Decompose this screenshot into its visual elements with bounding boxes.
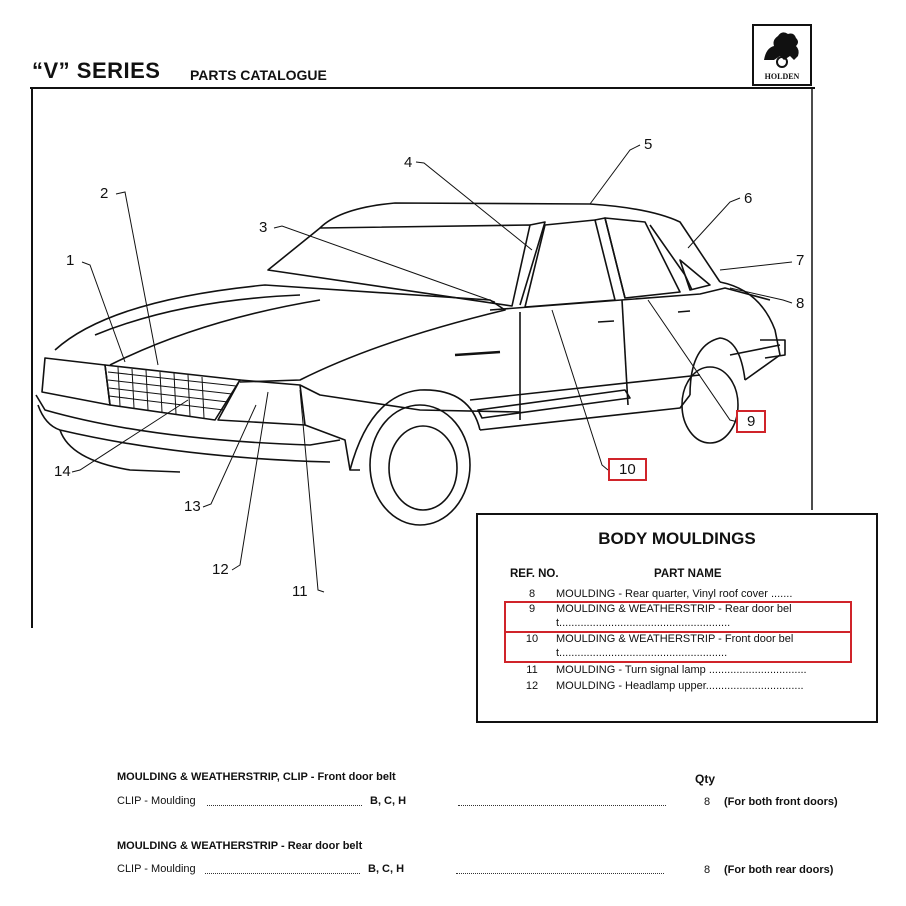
- callout-11: 11: [292, 583, 308, 600]
- qty-header: Qty: [695, 772, 716, 786]
- footer-codes: B, C, H: [368, 863, 405, 875]
- callout-4: 4: [404, 154, 413, 171]
- row-name: MOULDING & WEATHERSTRIP - Front door bel…: [556, 633, 794, 659]
- holden-lion-logo-icon: [764, 32, 799, 68]
- footer-note: (For both rear doors): [724, 864, 834, 876]
- row-name: MOULDING - Headlamp upper...............…: [556, 680, 804, 692]
- callout-7: 7: [796, 252, 805, 269]
- row-ref: 9: [528, 603, 536, 615]
- footer-codes: B, C, H: [370, 795, 407, 807]
- catalogue-subtitle: PARTS CATALOGUE: [190, 67, 327, 83]
- footer-qty: 8: [704, 864, 711, 876]
- row-name: MOULDING - Turn signal lamp ............…: [556, 664, 807, 676]
- row-ref: 10: [525, 633, 539, 645]
- callout-5: 5: [644, 136, 653, 153]
- col-header-ref: REF. NO.: [510, 568, 559, 580]
- col-header-name: PART NAME: [654, 568, 722, 580]
- footer-qty: 8: [704, 796, 711, 808]
- row-ref: 12: [525, 680, 539, 692]
- callout-9: 9: [736, 410, 767, 433]
- series-title: “V” SERIES: [32, 58, 161, 83]
- leader-dots: [205, 873, 360, 874]
- footer-section-title: MOULDING & WEATHERSTRIP, CLIP - Front do…: [117, 771, 396, 783]
- leader-dots: [458, 805, 666, 806]
- logo-text: HOLDEN: [764, 72, 800, 81]
- table-title: BODY MOULDINGS: [598, 529, 756, 548]
- callout-10: 10: [608, 458, 647, 481]
- row-ref: 8: [528, 588, 536, 600]
- holden-logo: HOLDEN: [752, 24, 812, 86]
- callout-8: 8: [796, 295, 805, 312]
- footer-item: CLIP - Moulding: [117, 795, 196, 807]
- callout-1: 1: [66, 252, 75, 269]
- footer-note: (For both front doors): [724, 796, 838, 808]
- highlight-row-10: [504, 631, 852, 663]
- row-ref: 11: [526, 664, 538, 676]
- callout-13: 13: [184, 498, 201, 515]
- footer-section-title: MOULDING & WEATHERSTRIP - Rear door belt: [117, 840, 363, 852]
- row-name: MOULDING - Rear quarter, Vinyl roof cove…: [556, 588, 793, 600]
- footer-item: CLIP - Moulding: [117, 863, 196, 875]
- leader-dots: [207, 805, 362, 806]
- callout-2: 2: [100, 185, 109, 202]
- callout-12: 12: [212, 561, 229, 578]
- highlight-row-9: [504, 601, 852, 633]
- body-mouldings-table: BODY MOULDINGS REF. NO. PART NAME 8 MOUL…: [476, 513, 878, 723]
- callout-3: 3: [259, 219, 268, 236]
- row-name: MOULDING & WEATHERSTRIP - Rear door belt…: [556, 603, 792, 629]
- callout-6: 6: [744, 190, 753, 207]
- callout-14: 14: [54, 463, 71, 480]
- leader-dots: [456, 873, 664, 874]
